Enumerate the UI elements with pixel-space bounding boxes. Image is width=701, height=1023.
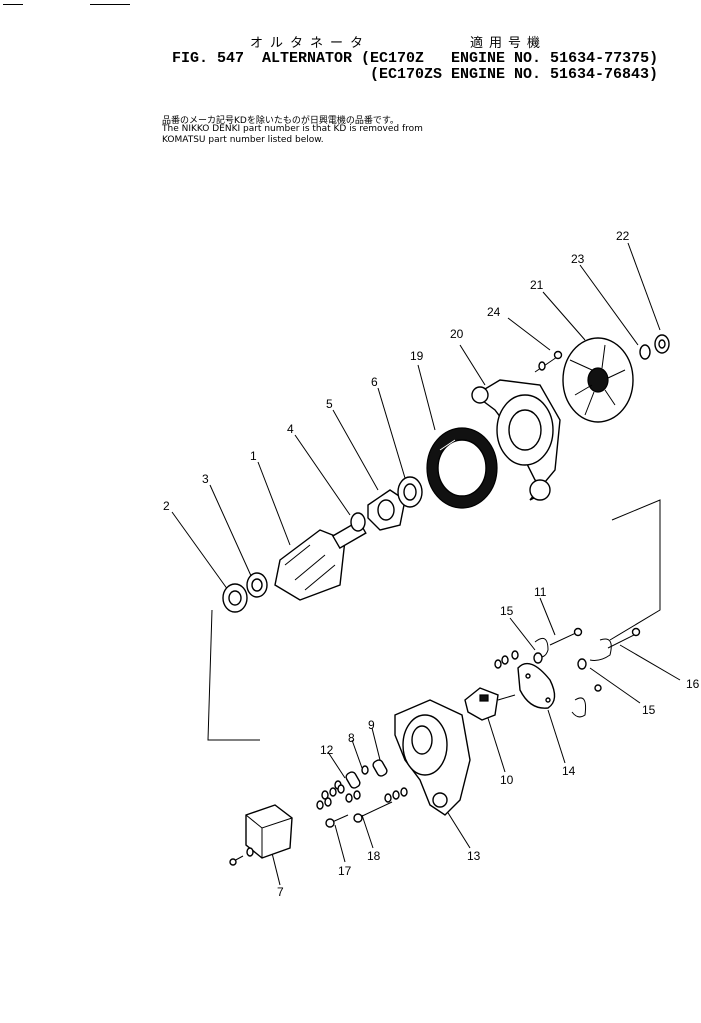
callout-15a: 15 [500,604,514,618]
callout-16: 16 [686,677,700,691]
top-rule-left [3,4,23,5]
part-2-bearing [222,583,248,613]
callout-15b: 15 [642,703,656,717]
part-23-washer [639,344,651,360]
part-7-regulator [229,804,293,866]
part-4-collar [350,512,366,532]
part-13-rear-bracket [394,699,471,816]
note-japanese: 品番のメーカ記号KDを除いたものが日興電機の品番です。 [162,116,399,126]
callout-5: 5 [326,397,333,411]
callout-6: 6 [371,375,378,389]
callout-20: 20 [450,327,464,341]
part-18-bolt [353,801,393,823]
part-6-bearing [397,476,423,508]
part-9-terminal [372,759,388,777]
part-15-nuts [494,650,587,670]
part-24-bolt [534,350,563,373]
callout-11: 11 [534,585,547,599]
callout-1: 1 [250,449,257,463]
part-1-rotor [274,519,367,601]
callout-22: 22 [616,229,630,243]
part-20-front-bracket [471,379,561,501]
part-3-ring [246,572,268,598]
part-22-nut [654,334,670,354]
callout-10: 10 [500,773,514,787]
callout-18: 18 [367,849,381,863]
callout-2: 2 [163,499,170,513]
part-16-bolt [589,627,641,661]
callout-21: 21 [530,278,544,292]
part-19-stator [426,427,498,509]
callout-labels: 1 2 3 4 5 6 7 8 9 10 11 12 13 14 15 15 1… [163,229,700,899]
callout-7: 7 [277,885,284,899]
applicable-models-label: 適用号機 [470,36,547,51]
part-5-plate [367,489,406,531]
callout-4: 4 [287,422,294,436]
callout-12: 12 [320,743,334,757]
callout-3: 3 [202,472,209,486]
part-10-brush-holder [464,687,516,721]
callout-19: 19 [410,349,424,363]
callout-14: 14 [562,764,576,778]
part-17-bolt [325,814,349,828]
note-english-1: The NIKKO DENKI part number is that KD i… [162,124,423,134]
part-11-bolt [534,627,583,658]
note-english-2: KOMATSU part number listed below. [162,135,324,145]
top-rule-right [90,4,130,5]
japanese-title: オルタネータ [250,36,371,51]
part-21-fan [562,337,634,423]
callout-24: 24 [487,305,501,319]
callout-23: 23 [571,252,585,266]
figure-title: FIG. 547 ALTERNATOR (EC170Z ENGINE NO. 5… [172,50,659,67]
callout-17: 17 [338,864,352,878]
small-hardware [316,784,408,810]
callout-8: 8 [348,731,355,745]
part-14-cover [517,662,602,718]
callout-13: 13 [467,849,481,863]
part-8-washer [361,765,369,775]
figure-subtitle: (EC170ZS ENGINE NO. 51634-76843) [370,66,659,83]
callout-9: 9 [368,718,375,732]
